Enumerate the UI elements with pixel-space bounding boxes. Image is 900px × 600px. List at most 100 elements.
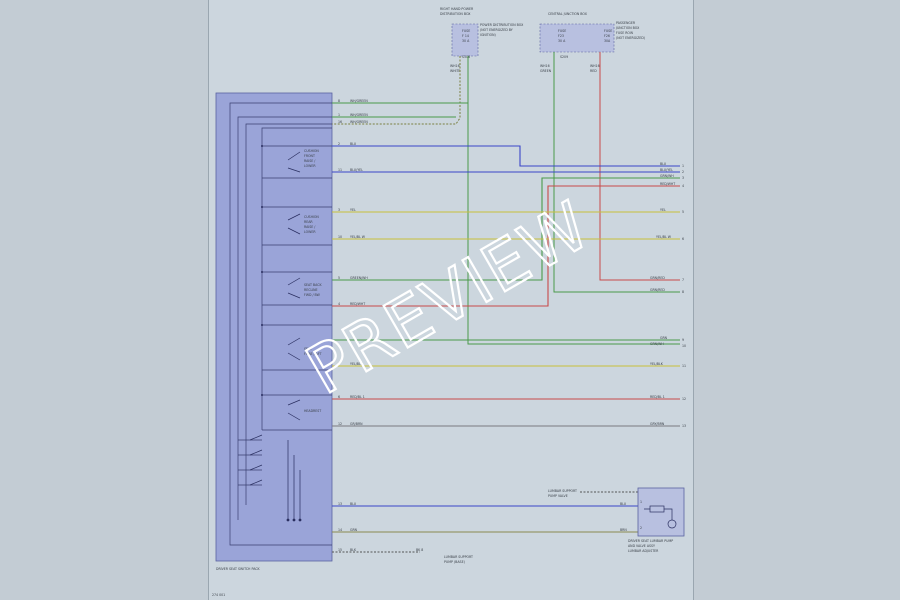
switch-label-3: SEAT BACK RECLINE FWD / BW	[304, 283, 322, 297]
svg-text:REAR: REAR	[304, 220, 313, 224]
fuse-box-right	[539, 23, 615, 53]
svg-text:2: 2	[338, 142, 340, 146]
svg-text:WH16: WH16	[540, 64, 550, 68]
svg-text:(NOT ENERGIZED): (NOT ENERGIZED)	[616, 36, 645, 40]
svg-text:30A: 30A	[604, 39, 611, 43]
svg-text:BLU: BLU	[350, 142, 357, 146]
fuse-feed-wires	[332, 52, 680, 345]
junction-dots	[261, 145, 302, 522]
svg-text:1: 1	[682, 164, 684, 168]
svg-text:6: 6	[682, 237, 684, 241]
svg-text:RIGHT HAND POWER: RIGHT HAND POWER	[440, 7, 474, 11]
svg-text:PUMP (BASE): PUMP (BASE)	[444, 560, 465, 564]
svg-text:BRN: BRN	[620, 528, 627, 532]
switch-label-5: HEADREST	[304, 409, 321, 413]
svg-text:10: 10	[338, 235, 342, 239]
svg-text:RECLINE: RECLINE	[304, 288, 318, 292]
svg-text:7: 7	[338, 362, 340, 366]
svg-text:13: 13	[338, 502, 342, 506]
lumbar-connector-labels: LUMBAR SUPPORT PUMP VALVE	[548, 489, 577, 498]
svg-text:WH/GREEN: WH/GREEN	[350, 99, 368, 103]
svg-text:YEL: YEL	[350, 208, 356, 212]
svg-text:YEL: YEL	[660, 208, 666, 212]
harness-wires	[332, 145, 680, 553]
svg-text:8: 8	[682, 290, 684, 294]
svg-text:BLU/YEL: BLU/YEL	[660, 168, 673, 172]
svg-text:SEAT: SEAT	[304, 347, 312, 351]
svg-text:LOWER: LOWER	[304, 230, 316, 234]
switch-module-label: DRIVER SEAT SWITCH PACK	[216, 567, 261, 571]
svg-text:RAISE /: RAISE /	[304, 225, 316, 229]
svg-text:RED/BL 1: RED/BL 1	[350, 395, 365, 399]
svg-text:16: 16	[338, 120, 342, 124]
switch-module-block	[215, 92, 333, 562]
svg-text:GRN: GRN	[350, 528, 358, 532]
svg-text:F 14: F 14	[462, 34, 469, 38]
svg-text:S209: S209	[560, 55, 568, 59]
svg-text:CUSHION: CUSHION	[304, 149, 319, 153]
svg-text:4: 4	[338, 302, 340, 306]
svg-text:5: 5	[682, 210, 684, 214]
svg-text:CUSHION: CUSHION	[304, 215, 319, 219]
bottom-connector-labels: LUMBAR SUPPORT PUMP (BASE) BK 8	[416, 548, 473, 564]
switch-label-1: CUSHION FRONT RAISE / LOWER	[304, 149, 319, 168]
svg-text:GREEN/WH: GREEN/WH	[350, 276, 368, 280]
svg-text:12: 12	[338, 422, 342, 426]
svg-text:11: 11	[338, 168, 342, 172]
svg-text:WH/GREEN: WH/GREEN	[350, 113, 368, 117]
svg-text:FRONT: FRONT	[304, 154, 315, 158]
svg-text:GRN: GRN	[660, 336, 668, 340]
svg-text:GRY/BRN: GRY/BRN	[650, 422, 665, 426]
svg-text:10: 10	[682, 344, 686, 348]
svg-text:LUMBAR SUPPORT: LUMBAR SUPPORT	[548, 489, 577, 493]
svg-text:15: 15	[338, 548, 342, 552]
svg-text:GR/BRN: GR/BRN	[350, 422, 363, 426]
lumbar-pump-labels: DRIVER SEAT LUMBAR PUMP AND VALVE ASSY L…	[620, 500, 673, 553]
svg-text:BLU: BLU	[660, 162, 667, 166]
svg-text:FWD / BW: FWD / BW	[304, 293, 321, 297]
svg-text:DISTRIBUTION BOX: DISTRIBUTION BOX	[440, 12, 471, 16]
svg-text:AND VALVE ASSY: AND VALVE ASSY	[628, 544, 655, 548]
svg-text:F26: F26	[604, 34, 610, 38]
svg-text:GRN/RED: GRN/RED	[650, 288, 665, 292]
svg-text:LUMBAR SUPPORT: LUMBAR SUPPORT	[444, 555, 473, 559]
svg-text:RED/BL 1: RED/BL 1	[650, 395, 665, 399]
svg-text:RED: RED	[590, 69, 597, 73]
svg-text:FUSE: FUSE	[604, 29, 612, 33]
svg-text:BLU: BLU	[350, 502, 357, 506]
svg-text:5: 5	[338, 276, 340, 280]
svg-text:GREEN: GREEN	[540, 69, 552, 73]
svg-text:GRN/WH: GRN/WH	[650, 342, 664, 346]
svg-text:11: 11	[682, 364, 686, 368]
lumbar-pump-symbol	[644, 505, 677, 529]
svg-text:1: 1	[338, 113, 340, 117]
svg-text:WH16: WH16	[450, 64, 460, 68]
svg-text:POWER DISTRIBUTION BOX: POWER DISTRIBUTION BOX	[480, 23, 524, 27]
svg-text:FUSE: FUSE	[462, 29, 470, 33]
svg-text:9: 9	[682, 338, 684, 342]
svg-text:SEAT BACK: SEAT BACK	[304, 283, 322, 287]
svg-text:PUMP VALVE: PUMP VALVE	[548, 494, 568, 498]
preview-watermark: PREVIEW	[294, 186, 604, 409]
svg-text:RED/WHT: RED/WHT	[350, 302, 365, 306]
svg-text:7: 7	[682, 278, 684, 282]
svg-text:YEL/BL W: YEL/BL W	[656, 235, 672, 239]
svg-text:GRN/WH: GRN/WH	[660, 174, 674, 178]
svg-text:2: 2	[682, 170, 684, 174]
svg-text:8: 8	[338, 99, 340, 103]
svg-text:6: 6	[338, 395, 340, 399]
svg-text:FUSE ROW: FUSE ROW	[616, 31, 634, 35]
svg-text:BLK: BLK	[350, 548, 357, 552]
switch-label-2: CUSHION REAR RAISE / LOWER	[304, 215, 319, 234]
fuse-right-labels: CENTRAL JUNCTION BOX FUSE F23 30 A FUSE …	[540, 12, 645, 73]
fuse-box-left	[451, 23, 479, 57]
svg-text:FUSE: FUSE	[558, 29, 566, 33]
svg-text:DRIVER SEAT LUMBAR PUMP: DRIVER SEAT LUMBAR PUMP	[628, 539, 673, 543]
svg-text:WH/GREEN: WH/GREEN	[350, 120, 368, 124]
svg-text:CENTRAL JUNCTION BOX: CENTRAL JUNCTION BOX	[548, 12, 588, 16]
svg-text:30 A: 30 A	[558, 39, 566, 43]
